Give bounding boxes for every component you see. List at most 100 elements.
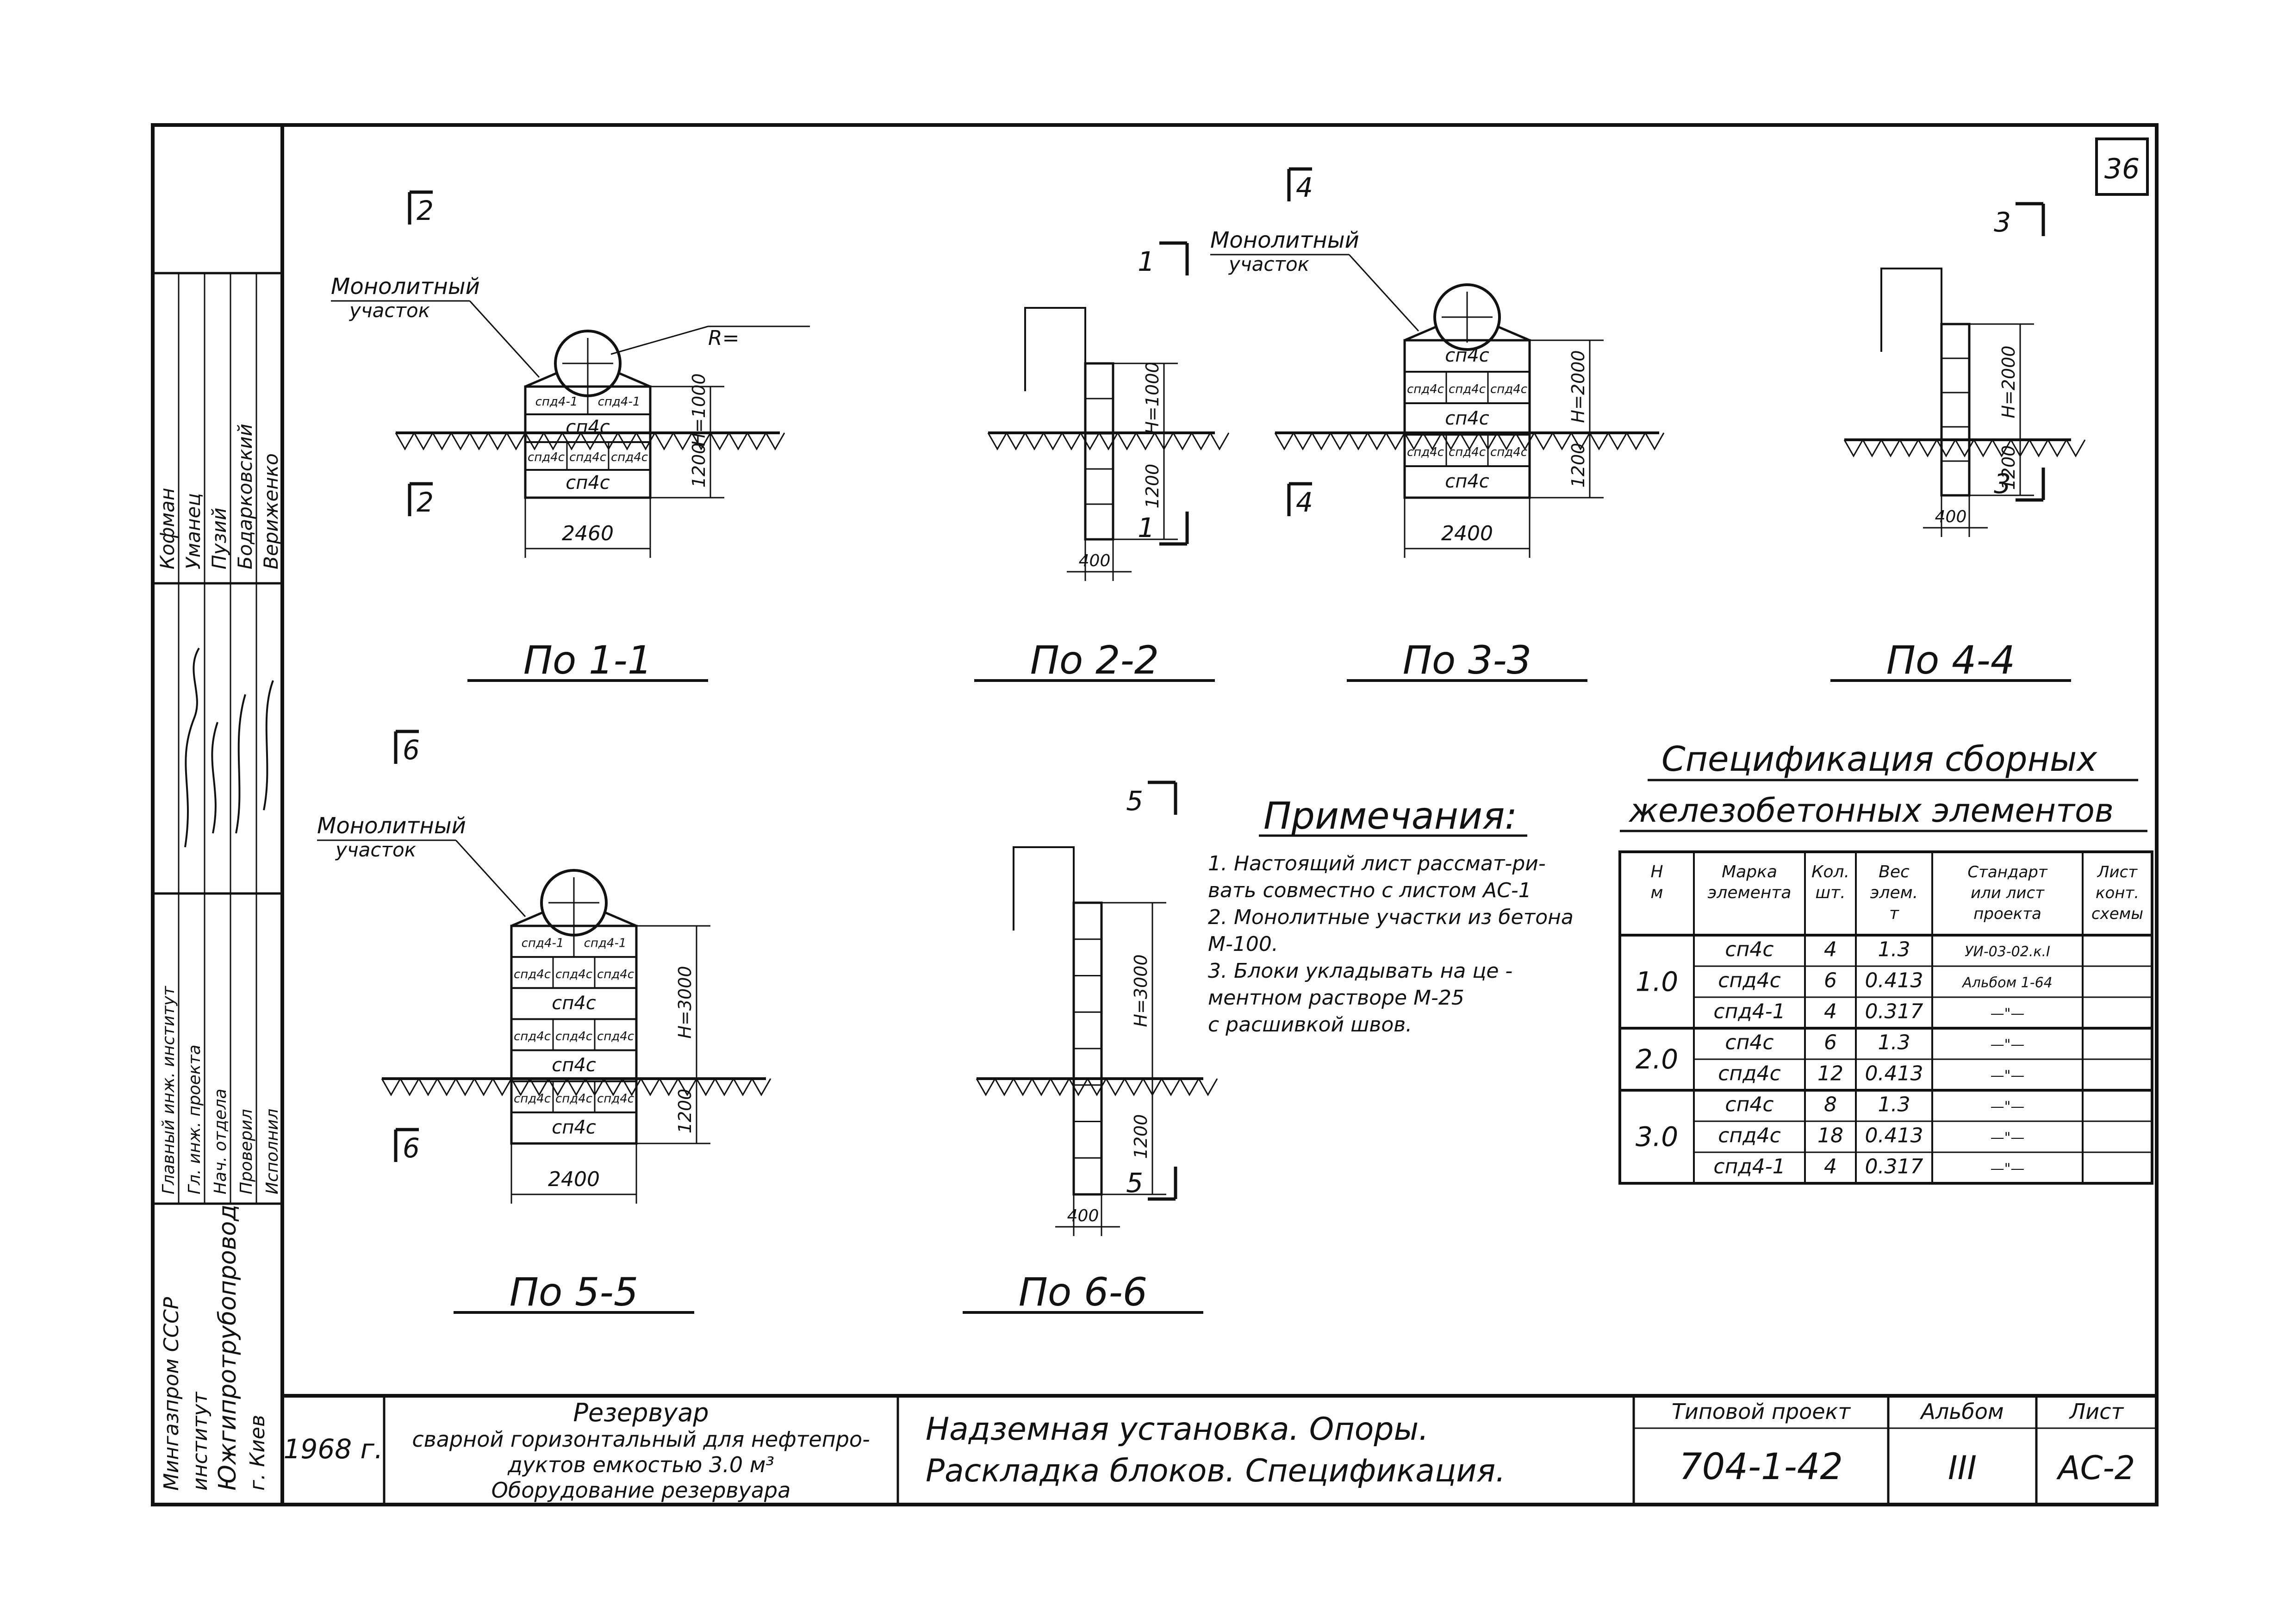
ground-hatch: [510, 1078, 531, 1097]
drawing-title-1: Надземная установка. Опоры.: [926, 1411, 1429, 1448]
ground-hatch: [1385, 432, 1406, 451]
ground-hatch: [529, 1078, 549, 1097]
section-title: По 3-3: [1403, 637, 1531, 683]
ground-hatch: [987, 432, 1008, 451]
ground-hatch: [622, 1078, 642, 1097]
spec-cell: 0.413: [1865, 1124, 1923, 1148]
ground-hatch: [487, 432, 508, 451]
ground-hatch: [598, 432, 619, 451]
ground-hatch: [1917, 439, 1938, 458]
project-line-4: Оборудование резервуара: [492, 1478, 791, 1503]
spec-cell: —"—: [1991, 1037, 2025, 1053]
dim-height: H=3000: [675, 966, 695, 1038]
ground-hatch: [659, 1078, 679, 1097]
drawing-title-2: Раскладка блоков. Спецификация.: [926, 1453, 1506, 1489]
ground-hatch: [1973, 439, 1993, 458]
spec-cell: 4: [1824, 1155, 1837, 1179]
organization-line: Южгипротрубопровод: [214, 1205, 242, 1491]
ground-hatch: [765, 432, 785, 451]
ground-hatch: [1043, 432, 1063, 451]
organization-line: Мингазпром СССР: [160, 1297, 183, 1491]
cut-label: 6: [403, 734, 420, 766]
signature: [211, 722, 218, 834]
ground-hatch: [1533, 432, 1554, 451]
ground-hatch: [617, 432, 637, 451]
ground-hatch: [506, 432, 526, 451]
block-label: сп4с: [552, 993, 596, 1014]
spec-cell: 18: [1817, 1124, 1843, 1148]
dim-height: H=2000: [1568, 350, 1588, 423]
tp-value: 704-1-42: [1679, 1446, 1843, 1488]
ground-hatch: [1570, 432, 1591, 451]
cut-label: 1: [1138, 246, 1155, 277]
spec-header: м: [1650, 883, 1663, 902]
spec-cell: сп4с: [1725, 1093, 1773, 1117]
note-line: ментном растворе М-25: [1208, 986, 1464, 1010]
ground-hatch: [751, 1078, 772, 1097]
sheet-number: 36: [2104, 153, 2140, 185]
ground-hatch: [561, 432, 582, 451]
cut-label: 3: [1994, 206, 2011, 238]
ground-hatch: [436, 1078, 457, 1097]
project-line-3: дуктов емкостью 3.0 м³: [507, 1452, 774, 1477]
signer-name: Вериженко: [260, 453, 282, 569]
ground-hatch: [450, 432, 471, 451]
ground-hatch: [640, 1078, 660, 1097]
pipe-bracket: [1024, 307, 1086, 391]
signer-role: Гл. инж. проекта: [185, 1044, 204, 1194]
block-label: сп4с: [1445, 471, 1489, 492]
dim-height: H=1000: [1142, 362, 1163, 434]
ground-hatch: [1496, 432, 1517, 451]
dim-width: 400: [1067, 1206, 1099, 1225]
ground-hatch: [1161, 1078, 1181, 1097]
monolithic-zone: [525, 371, 651, 388]
block-label: сп4с: [552, 1055, 596, 1076]
ground-hatch: [1031, 1078, 1052, 1097]
block-label: спд4с: [569, 450, 606, 464]
ground-hatch: [566, 1078, 586, 1097]
dim-width: 2400: [1441, 522, 1493, 545]
signature: [263, 680, 274, 811]
block-label: спд4с: [514, 1092, 551, 1106]
spec-header: элемента: [1708, 883, 1792, 902]
spec-cell: 1.3: [1878, 1093, 1910, 1117]
monolithic-zone: [1404, 325, 1530, 342]
spec-cell: —"—: [1991, 1006, 2025, 1022]
ground-hatch: [543, 432, 563, 451]
ground-hatch: [1589, 432, 1609, 451]
ground-hatch: [469, 432, 489, 451]
spec-header: Марка: [1722, 862, 1777, 881]
ground-hatch: [1209, 432, 1230, 451]
cut-label: 5: [1126, 785, 1143, 817]
ground-hatch: [1441, 432, 1461, 451]
spec-cell: сп4с: [1725, 1031, 1773, 1055]
spec-title-2: железобетонных элементов: [1628, 792, 2114, 830]
note-line: 1. Настоящий лист рассмат-ри-: [1208, 852, 1546, 875]
spec-header: элем.: [1870, 883, 1918, 902]
year: 1968 г.: [284, 1433, 383, 1465]
leader: [610, 325, 709, 355]
signer-name: Кофман: [156, 488, 179, 569]
organization-line: институт: [188, 1392, 212, 1491]
spec-cell: 12: [1817, 1062, 1843, 1086]
spec-header: Лист: [2097, 863, 2138, 881]
spec-header: Стандарт: [1967, 863, 2048, 881]
ground-hatch: [1626, 432, 1646, 451]
block-label: спд4с: [597, 968, 634, 981]
ground-hatch: [585, 1078, 605, 1097]
block-label: спд4с: [611, 450, 648, 464]
monolithic-label: участок: [1228, 253, 1310, 275]
notes: Примечания:1. Настоящий лист рассмат-ри-…: [1208, 794, 1574, 1037]
cut-label: 1: [1138, 512, 1155, 543]
ground-hatch: [1013, 1078, 1033, 1097]
ground-hatch: [1198, 1078, 1218, 1097]
signature: [184, 647, 200, 848]
spec-cell: спд4с: [1718, 1124, 1781, 1148]
ground-hatch: [1843, 439, 1864, 458]
ground-hatch: [747, 432, 767, 451]
signer-role: Нач. отдела: [211, 1089, 230, 1194]
spec-cell: спд4с: [1718, 1062, 1781, 1086]
spec-frame: [1618, 850, 2153, 1185]
leader: [469, 300, 540, 378]
spec-cell: 4: [1824, 1000, 1837, 1024]
